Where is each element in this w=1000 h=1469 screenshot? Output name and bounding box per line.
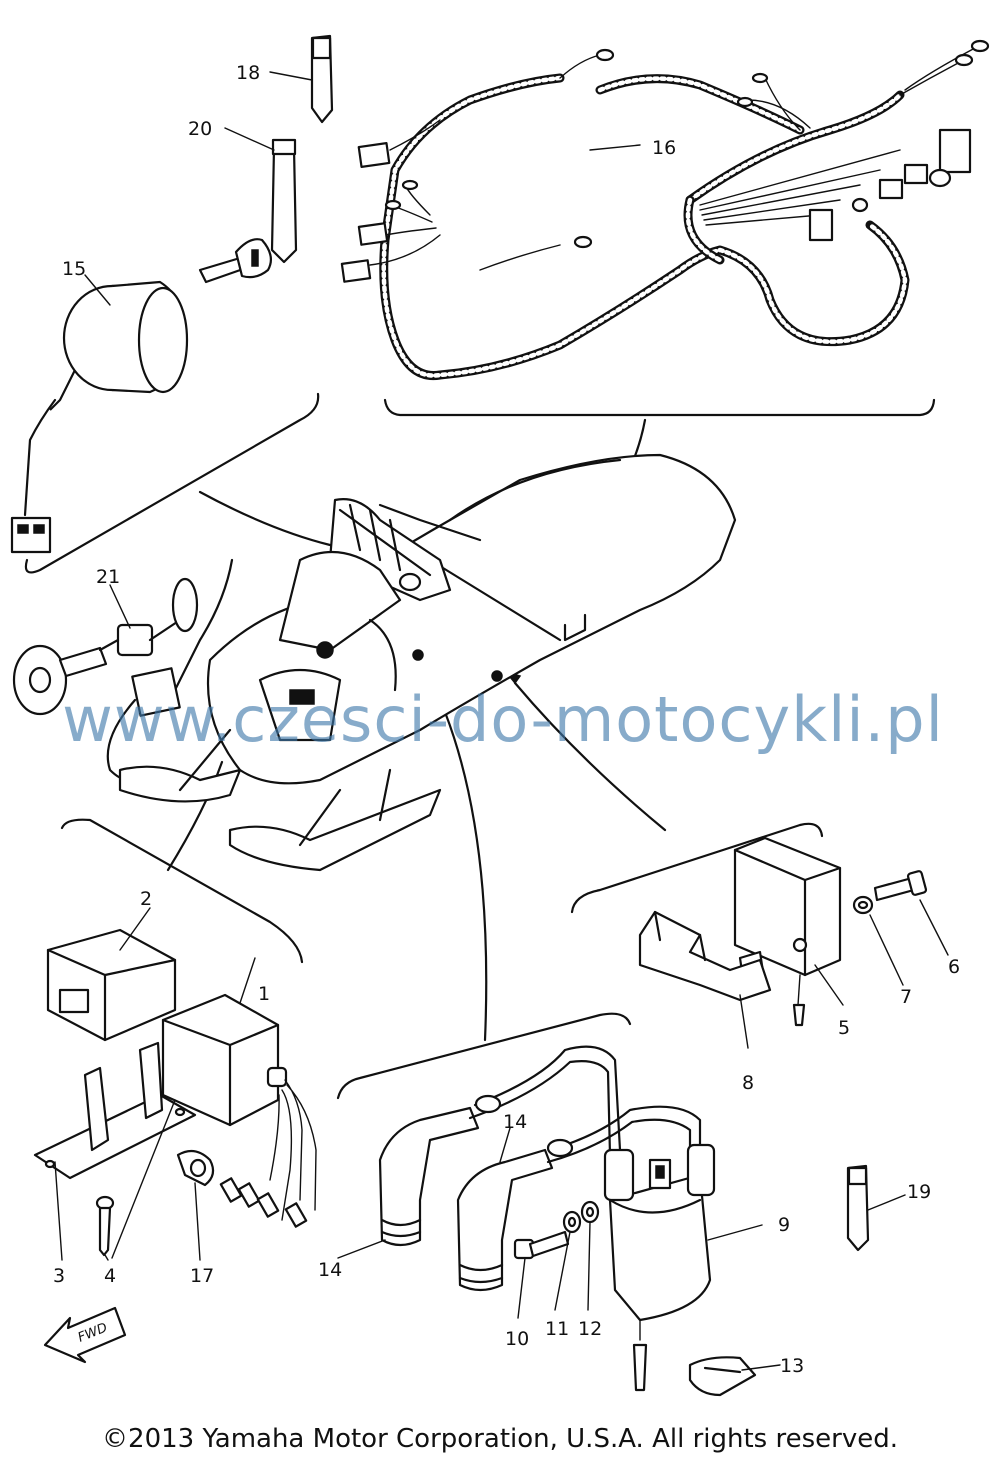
group-brackets bbox=[24, 392, 936, 1100]
snowmobile-icon bbox=[118, 453, 737, 872]
callout-21: 21 bbox=[96, 566, 120, 588]
callout-18: 18 bbox=[236, 62, 260, 84]
callout-7: 7 bbox=[900, 986, 912, 1008]
tag-20-icon bbox=[270, 138, 298, 264]
bolt-6-icon bbox=[873, 870, 928, 902]
callout-labels: 1 2 3 4 5 6 7 8 9 10 11 12 13 14 14 15 1… bbox=[53, 62, 960, 1377]
callout-8: 8 bbox=[742, 1072, 754, 1094]
bolt-10-icon bbox=[513, 1230, 570, 1260]
callout-3: 3 bbox=[53, 1265, 65, 1287]
callout-17: 17 bbox=[190, 1265, 214, 1287]
wire-harness-icon bbox=[340, 39, 990, 381]
callout-6: 6 bbox=[948, 956, 960, 978]
key-icon bbox=[198, 238, 273, 284]
washer-11-icon bbox=[562, 1210, 582, 1234]
callout-15: 15 bbox=[62, 258, 86, 280]
relay-icon bbox=[46, 928, 177, 1042]
callout-leaders bbox=[54, 71, 949, 1371]
callout-4: 4 bbox=[104, 1265, 116, 1287]
washer-12-icon bbox=[580, 1200, 600, 1224]
copyright-notice: ©2013 Yamaha Motor Corporation, U.S.A. A… bbox=[102, 1424, 898, 1454]
plug-cap-2-icon bbox=[456, 1105, 702, 1292]
callout-13: 13 bbox=[780, 1355, 804, 1377]
plug-cap-icon bbox=[378, 1045, 622, 1247]
screw-icon bbox=[95, 1195, 115, 1257]
callout-20: 20 bbox=[188, 118, 212, 140]
clamp-13-icon bbox=[688, 1356, 757, 1397]
callout-19: 19 bbox=[907, 1181, 931, 1203]
callout-2: 2 bbox=[140, 888, 152, 910]
callout-9: 9 bbox=[778, 1214, 790, 1236]
tag-19-icon bbox=[846, 1164, 870, 1252]
ignition-coil-icon bbox=[603, 1143, 716, 1392]
callout-12: 12 bbox=[578, 1318, 602, 1340]
bracket-8-icon bbox=[638, 910, 772, 1002]
callout-16: 16 bbox=[652, 137, 676, 159]
callout-14b: 14 bbox=[503, 1111, 527, 1133]
callout-11: 11 bbox=[545, 1318, 569, 1340]
bracket-icon bbox=[33, 1041, 197, 1180]
cdi-unit-icon bbox=[161, 993, 317, 1228]
nut-7-icon bbox=[852, 895, 874, 915]
callout-5: 5 bbox=[838, 1017, 850, 1039]
callout-10: 10 bbox=[505, 1328, 529, 1350]
callout-1: 1 bbox=[258, 983, 270, 1005]
ignition-switch-icon bbox=[10, 280, 189, 554]
main-switch-icon bbox=[12, 577, 199, 782]
fwd-arrow-icon: FWD bbox=[43, 1306, 127, 1364]
clamp-17-icon bbox=[176, 1149, 215, 1187]
callout-14a: 14 bbox=[318, 1259, 342, 1281]
tag-18-icon bbox=[310, 34, 334, 124]
regulator-icon bbox=[733, 836, 842, 1027]
